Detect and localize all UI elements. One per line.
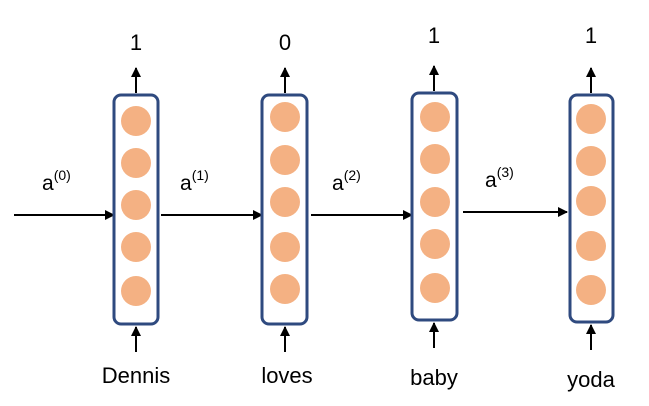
rnn-cell-0: 1 Dennis xyxy=(102,30,170,388)
hidden-unit xyxy=(420,273,450,303)
hidden-unit xyxy=(576,146,606,176)
input-word-0: Dennis xyxy=(102,363,170,388)
output-label-0: 1 xyxy=(130,30,142,55)
activation-label-3: a(3) xyxy=(485,164,514,192)
hidden-unit xyxy=(270,102,300,132)
hidden-unit xyxy=(121,276,151,306)
input-word-3: yoda xyxy=(567,367,615,392)
rnn-cell-3: 1 yoda xyxy=(567,23,615,392)
hidden-unit xyxy=(270,145,300,175)
activation-label-2: a(2) xyxy=(332,167,361,195)
input-word-2: baby xyxy=(410,365,458,390)
hidden-unit xyxy=(576,275,606,305)
hidden-unit xyxy=(121,190,151,220)
hidden-unit xyxy=(420,187,450,217)
hidden-unit xyxy=(420,102,450,132)
output-label-2: 1 xyxy=(428,23,440,48)
hidden-unit xyxy=(576,186,606,216)
output-label-3: 1 xyxy=(585,23,597,48)
output-label-1: 0 xyxy=(279,30,291,55)
hidden-unit xyxy=(270,187,300,217)
hidden-unit xyxy=(121,106,151,136)
input-word-1: loves xyxy=(261,363,312,388)
rnn-cell-1: 0 loves xyxy=(260,30,313,388)
hidden-unit xyxy=(576,231,606,261)
hidden-unit xyxy=(420,144,450,174)
hidden-unit xyxy=(576,104,606,134)
hidden-unit xyxy=(270,274,300,304)
activation-label-0: a(0) xyxy=(42,167,71,195)
hidden-unit xyxy=(420,229,450,259)
rnn-cell-2: 1 baby xyxy=(410,23,459,390)
hidden-unit xyxy=(121,148,151,178)
hidden-unit xyxy=(270,232,300,262)
activation-label-1: a(1) xyxy=(180,167,209,195)
hidden-unit xyxy=(121,232,151,262)
